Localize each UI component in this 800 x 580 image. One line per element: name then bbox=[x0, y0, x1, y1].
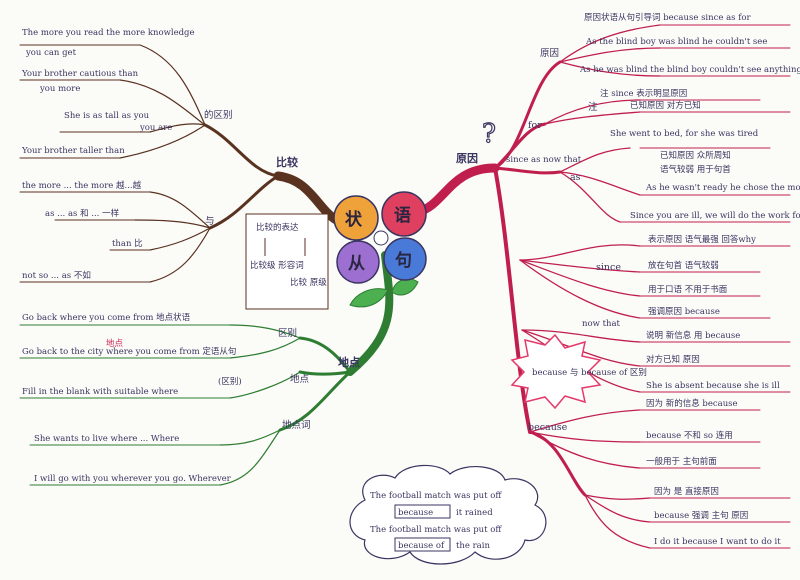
text-note-since: 注 since 表示明显原因 bbox=[600, 88, 687, 99]
box-left-col: 比较级 形容词 bbox=[250, 260, 304, 271]
cloud-line-1: The football match was put off bbox=[370, 491, 502, 501]
label-comparison-sub1: 的区别 bbox=[204, 109, 233, 121]
branch-place bbox=[19, 251, 394, 486]
text-f: 一般用于 主句前面 bbox=[646, 456, 717, 467]
text-fill-blank: Fill in the blank with suitable where bbox=[22, 387, 178, 397]
text-i-will: I will go with you wherever you go. Wher… bbox=[34, 474, 232, 484]
petal-4 bbox=[383, 237, 427, 281]
center-char-3: 从 bbox=[348, 254, 365, 274]
box-right-col: 比较 原级 bbox=[290, 277, 327, 288]
branch-reason bbox=[413, 24, 791, 549]
label-comparison: 比较 bbox=[276, 155, 298, 169]
label-since: since bbox=[596, 262, 621, 273]
text-known-2: 语气较弱 用于句首 bbox=[660, 164, 731, 175]
comparison-note-box: 比较的表达 比较级 形容词 比较 原级 bbox=[245, 213, 329, 310]
text-than: than 比 bbox=[112, 238, 143, 249]
text-as-ex: As he wasn't ready he chose the most sui… bbox=[645, 183, 800, 193]
text-go-back-city: Go back to the city where you come from … bbox=[22, 346, 236, 357]
text-since-ex: Since you are ill, we will do the work f… bbox=[630, 211, 800, 221]
because-blob: because 与 because of 区别 bbox=[510, 333, 647, 410]
text-a: 说明 新信息 用 because bbox=[646, 330, 740, 341]
text-e: because 不和 so 连用 bbox=[646, 430, 733, 441]
text-brother-taller: Your brother taller than bbox=[21, 146, 125, 156]
center-char-2: 语 bbox=[394, 206, 411, 226]
text-g: 因为 是 直接原因 bbox=[654, 486, 719, 497]
tag-place: 地点 bbox=[106, 338, 124, 349]
text-as-as: as ... as 和 ... 一样 bbox=[45, 208, 120, 219]
label-comparison-sub2: 与 bbox=[205, 216, 215, 227]
text-j: I do it because I want to do it bbox=[654, 537, 781, 547]
text-c: 因为 新的信息 because bbox=[646, 398, 738, 409]
petal-2 bbox=[381, 191, 427, 237]
text-blind: As the blind boy was blind he couldn't s… bbox=[585, 37, 767, 47]
tag-diff: (区别) bbox=[218, 376, 242, 387]
cloud-box-2: because of bbox=[398, 541, 445, 551]
text-notes-3: 用于口语 不用于书面 bbox=[648, 284, 728, 295]
text-you-are: you are bbox=[139, 123, 172, 133]
blob-text: because 与 because of 区别 bbox=[532, 368, 647, 378]
question-mark-icon: ? bbox=[482, 119, 496, 149]
text-notes-4: 强调原因 because bbox=[648, 307, 720, 317]
text-brother-cautious: Your brother cautious than bbox=[21, 69, 139, 79]
label-reason: 原因 bbox=[456, 152, 478, 165]
center-char-1: 状 bbox=[345, 209, 363, 230]
center-flower: 状 语 从 句 bbox=[333, 191, 427, 284]
cloud-note: The football match was put off because i… bbox=[349, 464, 547, 565]
text-notes-2: 放在句首 语气较弱 bbox=[648, 260, 719, 271]
cloud-mid: it rained bbox=[456, 508, 493, 518]
cloud-box-1: because bbox=[398, 508, 433, 518]
label-now-that: now that bbox=[582, 319, 621, 329]
label-since-as: since as now that bbox=[506, 155, 582, 165]
text-as-blind: As he was blind the blind boy couldn't s… bbox=[579, 65, 800, 75]
label-place: 地点 bbox=[338, 355, 360, 369]
text-went-to-bed: She went to bed, for she was tired bbox=[610, 129, 759, 139]
cloud-line-2: The football match was put off bbox=[370, 525, 502, 535]
text-go-back-where: Go back where you come from 地点状语 bbox=[22, 312, 191, 323]
text-not-so-as: not so ... as 不如 bbox=[22, 270, 91, 281]
text-known-1: 已知原因 众所周知 bbox=[660, 150, 731, 161]
text-she-wants: She wants to live where ... Where bbox=[34, 434, 179, 444]
label-for: for bbox=[528, 120, 542, 131]
petal-1 bbox=[333, 195, 379, 241]
box-title: 比较的表达 bbox=[256, 222, 299, 233]
cloud-end: the rain bbox=[456, 541, 490, 551]
label-because: because bbox=[528, 422, 568, 433]
text-note-1: 原因状语从句引导词 because since as for bbox=[584, 12, 752, 23]
text-you-more: you more bbox=[39, 84, 80, 94]
text-reason-known: 已知原因 对方已知 bbox=[630, 100, 701, 111]
label-note: 注 bbox=[588, 101, 598, 113]
text-d: She is absent because she is ill bbox=[646, 381, 780, 391]
text-b: 对方已知 原因 bbox=[646, 354, 700, 365]
label-cause: 原因 bbox=[540, 48, 559, 59]
label-place-sub3: 地点词 bbox=[282, 419, 311, 431]
text-the-more: The more you read the more knowledge bbox=[22, 28, 195, 38]
text-she-tall: She is as tall as you bbox=[64, 111, 150, 121]
label-place-sub1: 区别 bbox=[278, 328, 297, 339]
center-char-4: 句 bbox=[395, 250, 412, 271]
branch-comparison bbox=[19, 44, 345, 283]
text-the-more-same: the more ... the more 越...越 bbox=[22, 180, 142, 191]
text-notes-1: 表示原因 语气最强 回答why bbox=[648, 234, 756, 245]
label-place-sub2: 地点 bbox=[290, 373, 310, 385]
text-h: because 强调 主句 原因 bbox=[654, 510, 748, 521]
label-as: as bbox=[570, 172, 581, 183]
text-you-can-get: you can get bbox=[25, 48, 77, 58]
sprout-leaves bbox=[349, 278, 419, 308]
petal-3 bbox=[336, 240, 380, 284]
